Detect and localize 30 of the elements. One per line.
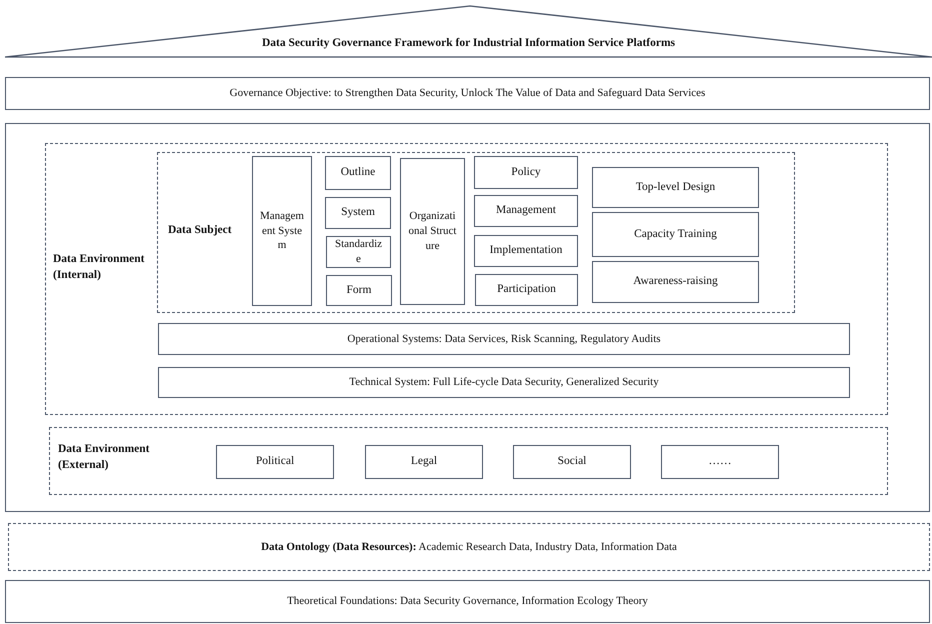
framework-title: Data Security Governance Framework for Industrial Information Service Platforms [260, 37, 676, 49]
dashed-panel [49, 427, 888, 495]
element-box: Capacity Training [592, 212, 759, 257]
layer-bar: Technical System: Full Life-cycle Data Security, Generalized Security [158, 367, 850, 398]
panel-heading: Data Subject [168, 223, 233, 238]
element-box: Outline [325, 156, 391, 190]
element-box: Social [513, 445, 631, 479]
element-box: Legal [365, 445, 483, 479]
element-box: Participation [475, 274, 578, 306]
element-box: Management System [252, 156, 312, 306]
element-box: Policy [474, 156, 578, 189]
element-box: Management [474, 195, 578, 227]
element-box: Top-level Design [592, 167, 759, 208]
dashed-panel [45, 143, 888, 415]
element-box: Political [216, 445, 334, 479]
element-box: System [325, 197, 391, 229]
element-box: Organizational Structure [400, 158, 465, 305]
layer-bar: Operational Systems: Data Services, Risk Scanning, Regulatory Audits [158, 323, 850, 355]
layer-bar: Data Ontology (Data Resources): Academic Research Data, Industry Data, Information Data [8, 523, 930, 571]
element-box: …… [661, 445, 779, 479]
layer-bar: Theoretical Foundations: Data Security Governance, Information Ecology Theory [5, 580, 930, 623]
panel-heading: Data Environment (Internal) [53, 252, 146, 283]
layer-bar: Governance Objective: to Strengthen Data Security, Unlock The Value of Data and Safeguard Data Services [5, 77, 930, 110]
element-box: Standardize [326, 236, 391, 268]
panel-heading: Data Environment (External) [58, 442, 150, 473]
element-box: Implementation [474, 235, 578, 267]
element-box: Awareness-raising [592, 261, 759, 303]
element-box: Form [326, 275, 392, 306]
frame-panel [5, 123, 930, 512]
dashed-panel [157, 152, 795, 313]
